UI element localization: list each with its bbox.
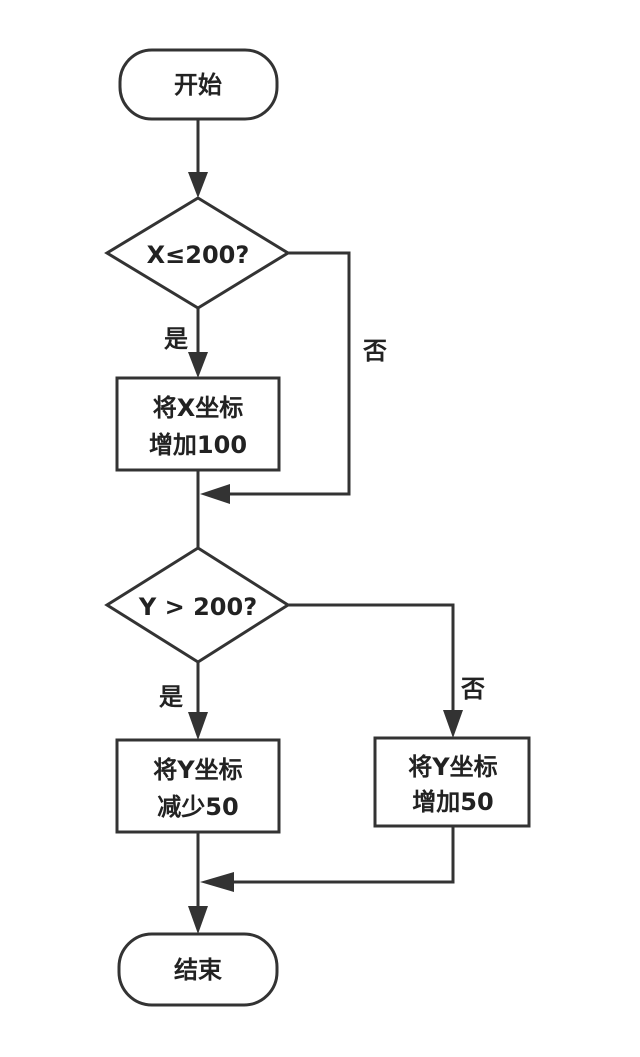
decrease-y-line2: 减少50 bbox=[157, 793, 238, 821]
increment-y-node: 将Y坐标 增加50 bbox=[373, 736, 531, 828]
arrowhead-increment-y-to-merge bbox=[200, 872, 234, 892]
increment-y-box bbox=[373, 736, 531, 828]
edge-increment-y-to-merge bbox=[228, 826, 455, 884]
condition-x-node: X≤200? bbox=[104, 196, 291, 310]
condition-x-label: X≤200? bbox=[147, 241, 250, 269]
condition-x-diamond bbox=[104, 196, 291, 310]
condition-y-no-label: 否 bbox=[460, 675, 485, 703]
increment-x-line1: 将X坐标 bbox=[153, 394, 244, 422]
arrowhead-decrease-y-to-end bbox=[188, 906, 208, 934]
increment-x-line2: 增加100 bbox=[149, 431, 247, 459]
decrease-y-line1: 将Y坐标 bbox=[153, 756, 242, 784]
edge-condition-y-no bbox=[288, 603, 455, 716]
start-terminal-shape bbox=[118, 48, 279, 121]
condition-y-node: Y > 200? bbox=[104, 546, 291, 664]
end-node: 结束 bbox=[117, 932, 279, 1007]
increment-x-box bbox=[115, 376, 281, 472]
arrowhead-condition-x-yes bbox=[188, 352, 208, 378]
end-terminal-shape bbox=[117, 932, 279, 1007]
increment-y-line2: 增加50 bbox=[412, 788, 493, 816]
condition-y-diamond bbox=[104, 546, 291, 664]
condition-y-label: Y > 200? bbox=[138, 593, 257, 621]
start-node: 开始 bbox=[118, 48, 279, 121]
increment-y-line1: 将Y坐标 bbox=[408, 753, 497, 781]
condition-x-no-label: 否 bbox=[362, 337, 387, 365]
end-label: 结束 bbox=[174, 956, 223, 984]
decrease-y-box bbox=[115, 738, 281, 834]
arrowhead-condition-y-no bbox=[443, 710, 463, 738]
condition-x-yes-label: 是 bbox=[164, 325, 188, 353]
condition-y-yes-label: 是 bbox=[159, 683, 183, 711]
arrowhead-condition-x-no bbox=[200, 484, 230, 504]
increment-x-node: 将X坐标 增加100 bbox=[115, 376, 281, 472]
start-label: 开始 bbox=[174, 71, 222, 99]
edges bbox=[188, 119, 463, 934]
arrowhead-condition-y-yes bbox=[188, 712, 208, 740]
edge-labels: 是 否 是 否 bbox=[159, 325, 485, 711]
edge-condition-x-no bbox=[224, 251, 351, 496]
decrease-y-node: 将Y坐标 减少50 bbox=[115, 738, 281, 834]
arrowhead-start-to-condition-x bbox=[188, 172, 208, 198]
